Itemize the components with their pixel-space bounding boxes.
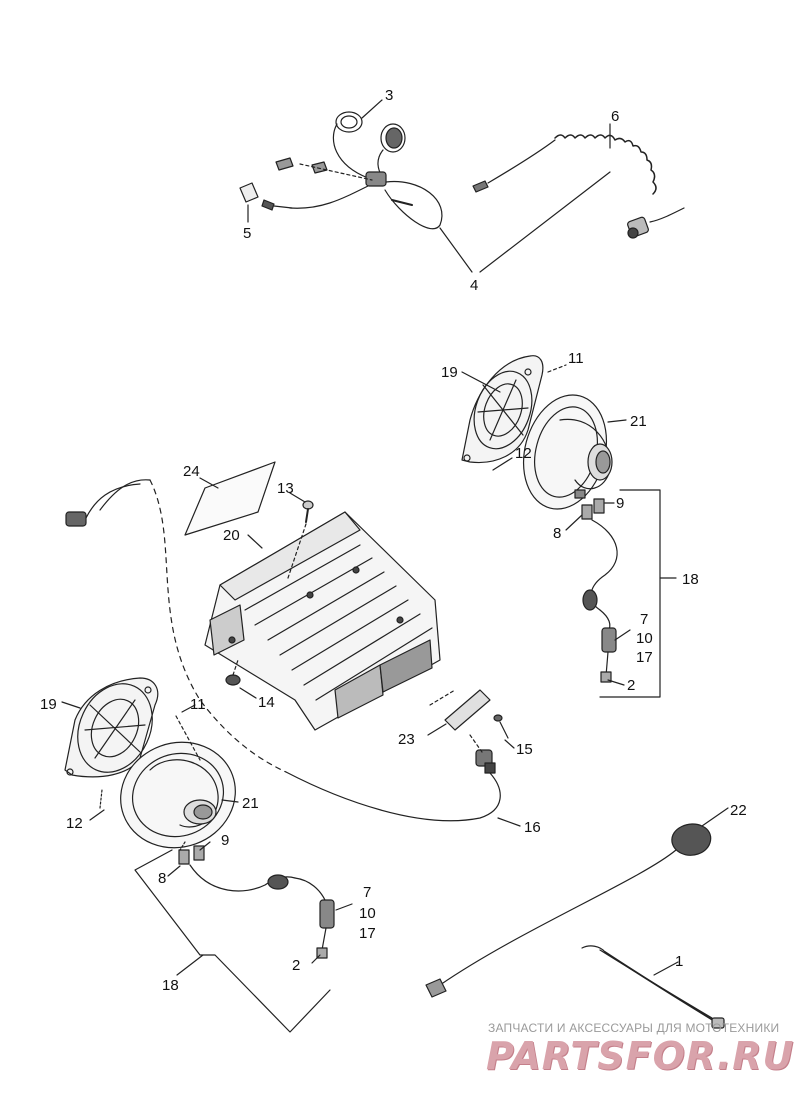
callout-4: 4 bbox=[470, 277, 478, 294]
right-speaker bbox=[522, 394, 613, 510]
callout-3: 3 bbox=[385, 87, 393, 104]
callout-21-right: 21 bbox=[630, 413, 647, 430]
callout-14: 14 bbox=[258, 694, 275, 711]
screw-15 bbox=[493, 714, 509, 739]
left-speaker-harness bbox=[178, 841, 335, 959]
watermark-tagline: ЗАПЧАСТИ И АКСЕССУАРЫ ДЛЯ МОТОТЕХНИКИ bbox=[488, 1021, 780, 1035]
grommet-14 bbox=[225, 659, 241, 686]
left-speaker-grille bbox=[64, 677, 159, 778]
callout-6: 6 bbox=[611, 108, 619, 125]
callout-8-right: 8 bbox=[553, 525, 561, 542]
watermark-logo: PARTSFOR.RU bbox=[486, 1034, 795, 1078]
callout-23: 23 bbox=[398, 731, 415, 748]
right-speaker-grille bbox=[461, 355, 544, 464]
callout-19-right: 19 bbox=[441, 364, 458, 381]
callout-17-right: 17 bbox=[636, 649, 653, 666]
callout-8-left: 8 bbox=[158, 870, 166, 887]
callout-19-left: 19 bbox=[40, 696, 57, 713]
callout-16: 16 bbox=[524, 819, 541, 836]
bracket-23 bbox=[429, 689, 491, 731]
amplifier-label-plate bbox=[184, 461, 276, 536]
callout-17-left: 17 bbox=[359, 925, 376, 942]
callout-22: 22 bbox=[730, 802, 747, 819]
left-speaker bbox=[120, 741, 236, 849]
callout-2-left: 2 bbox=[292, 957, 300, 974]
callout-11-right: 11 bbox=[568, 350, 584, 367]
callout-18-left: 18 bbox=[162, 977, 179, 994]
amplifier bbox=[204, 511, 441, 731]
callout-13: 13 bbox=[277, 480, 294, 497]
callout-18-right: 18 bbox=[682, 571, 699, 588]
callout-7-left: 7 bbox=[363, 884, 371, 901]
cable-16 bbox=[65, 479, 501, 822]
callout-12-left: 12 bbox=[66, 815, 83, 832]
callout-10-right: 10 bbox=[636, 630, 653, 647]
right-speaker-harness bbox=[581, 498, 618, 683]
callout-5: 5 bbox=[243, 225, 251, 242]
callout-24: 24 bbox=[183, 463, 200, 480]
gps-antenna bbox=[425, 807, 729, 998]
callout-1: 1 bbox=[675, 953, 683, 970]
headset-assembly bbox=[239, 111, 443, 230]
callout-2-right: 2 bbox=[627, 677, 635, 694]
callout-9-right: 9 bbox=[616, 495, 624, 512]
cable-tie bbox=[581, 945, 725, 1029]
callout-7-right: 7 bbox=[640, 611, 648, 628]
callout-9-left: 9 bbox=[221, 832, 229, 849]
callout-11-left: 11 bbox=[190, 696, 206, 713]
callout-21-left: 21 bbox=[242, 795, 259, 812]
callout-12-right: 12 bbox=[515, 445, 532, 462]
callout-15: 15 bbox=[516, 741, 533, 758]
coiled-cord bbox=[472, 134, 685, 239]
callout-labels: 1 2 2 3 4 5 6 7 7 8 8 9 9 10 10 11 11 12… bbox=[40, 87, 747, 994]
callout-10-left: 10 bbox=[359, 905, 376, 922]
screw-13 bbox=[287, 500, 314, 579]
callout-20: 20 bbox=[223, 527, 240, 544]
